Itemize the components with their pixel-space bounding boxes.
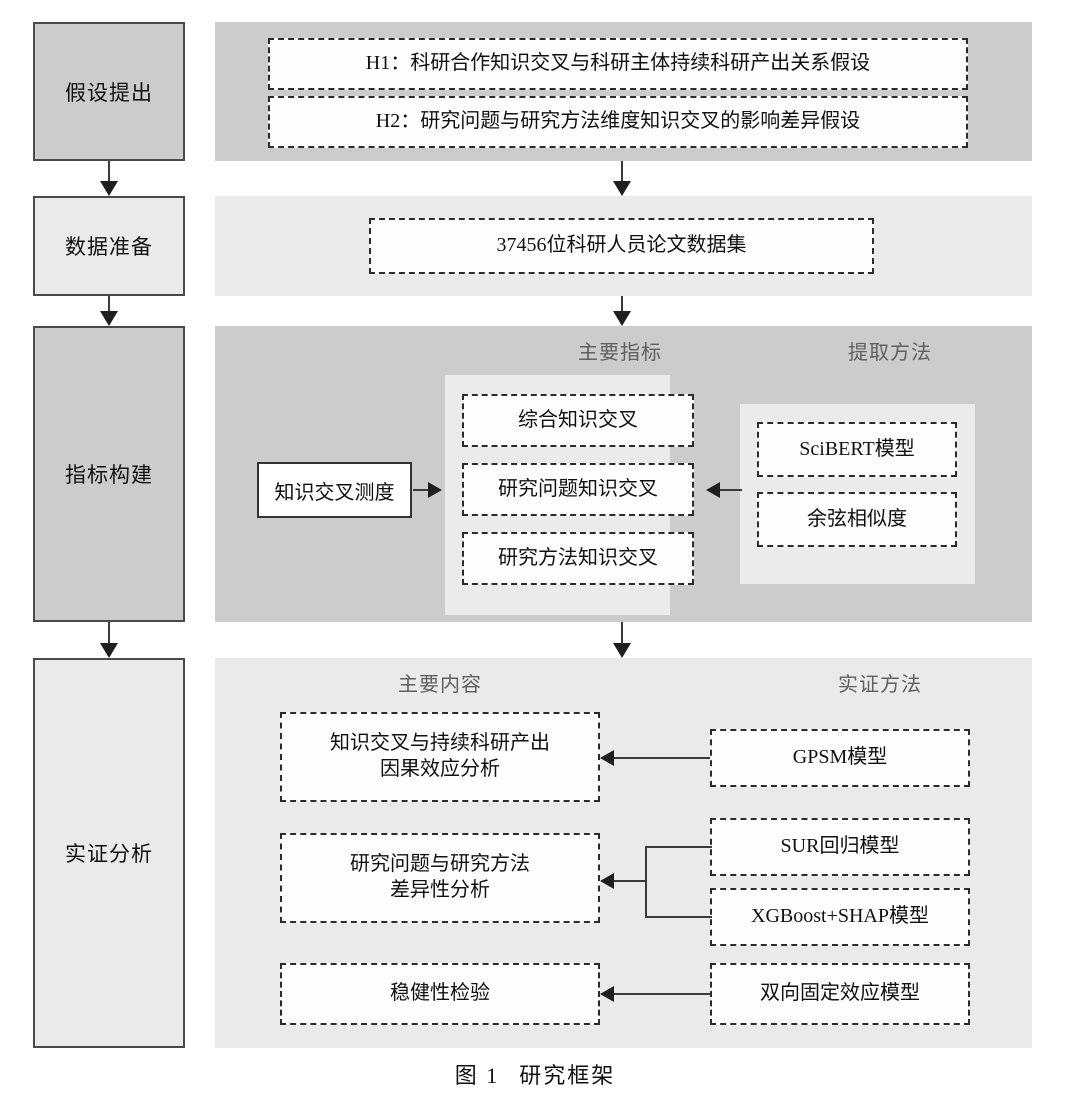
content-box-robustness-test: 稳健性检验 — [280, 963, 600, 1025]
indicator-text-comprehensive: 综合知识交叉 — [518, 408, 638, 431]
stage-label-indicator-construction: 指标构建 — [65, 463, 153, 487]
stage-box-indicator-construction: 指标构建 — [33, 326, 185, 622]
heading-extraction-methods: 提取方法 — [848, 342, 932, 364]
indicator-arrow-line-left — [413, 489, 435, 491]
method-text-xgboost-shap: XGBoost+SHAP模型 — [751, 905, 929, 928]
extraction-text-cosine-similarity: 余弦相似度 — [807, 507, 907, 530]
method-text-two-way-fixed-effects: 双向固定效应模型 — [760, 982, 920, 1005]
content-text-causal-effect-line1: 知识交叉与持续科研产出 — [330, 732, 550, 755]
indicator-text-research-question: 研究问题知识交叉 — [498, 477, 658, 500]
method-text-sur: SUR回归模型 — [780, 835, 900, 858]
indicator-text-research-method: 研究方法知识交叉 — [498, 546, 658, 569]
dataset-box: 37456位科研人员论文数据集 — [369, 218, 874, 274]
indicator-box-research-question: 研究问题知识交叉 — [462, 463, 694, 516]
method-box-gpsm: GPSM模型 — [710, 729, 970, 787]
bracket-vertical-spine — [645, 846, 647, 918]
extraction-box-cosine-similarity: 余弦相似度 — [757, 492, 957, 547]
extraction-text-scibert: SciBERT模型 — [799, 437, 915, 460]
robustness-arrow-head — [600, 986, 614, 1002]
stage-box-hypothesis: 假设提出 — [33, 22, 185, 161]
indicator-box-comprehensive: 综合知识交叉 — [462, 394, 694, 447]
dataset-text: 37456位科研人员论文数据集 — [496, 234, 747, 257]
stage-connector-line-1 — [108, 161, 110, 181]
bracket-arrow-head — [600, 873, 614, 889]
stage-box-data-preparation: 数据准备 — [33, 196, 185, 296]
stage-connector-arrow-3 — [100, 643, 118, 658]
content-text-difference-line1: 研究问题与研究方法 — [350, 853, 530, 876]
content-text-difference-line2: 差异性分析 — [390, 879, 490, 901]
indicator-box-research-method: 研究方法知识交叉 — [462, 532, 694, 585]
stage-connector-arrow-1 — [100, 181, 118, 196]
figure-caption-label: 图 1 — [454, 1063, 500, 1088]
hypothesis-text-h2: H2：研究问题与研究方法维度知识交叉的影响差异假设 — [375, 110, 861, 133]
hypothesis-text-h1: H1：科研合作知识交叉与科研主体持续科研产出关系假设 — [365, 52, 871, 75]
robustness-arrow-line — [612, 993, 710, 995]
heading-main-content: 主要内容 — [398, 674, 482, 696]
stage-label-data-preparation: 数据准备 — [65, 235, 153, 259]
indicator-arrow-line-right — [712, 489, 742, 491]
method-box-two-way-fixed-effects: 双向固定效应模型 — [710, 963, 970, 1025]
method-box-xgboost-shap: XGBoost+SHAP模型 — [710, 888, 970, 946]
content-text-robustness-test: 稳健性检验 — [390, 982, 490, 1005]
stage-connector-line-3 — [108, 622, 110, 643]
stage-box-empirical-analysis: 实证分析 — [33, 658, 185, 1048]
hypothesis-box-h1: H1：科研合作知识交叉与科研主体持续科研产出关系假设 — [268, 38, 968, 90]
method-text-gpsm: GPSM模型 — [792, 746, 888, 769]
hypothesis-box-h2: H2：研究问题与研究方法维度知识交叉的影响差异假设 — [268, 96, 968, 148]
stage-connector-line-2 — [108, 296, 110, 311]
panel-connector-line-1 — [621, 161, 623, 181]
extraction-box-scibert: SciBERT模型 — [757, 422, 957, 477]
indicator-arrow-head-left — [428, 482, 442, 498]
knowledge-crossover-measure-text: 知识交叉测度 — [274, 481, 395, 504]
figure-caption-title: 研究框架 — [519, 1063, 616, 1088]
panel-connector-arrow-1 — [613, 181, 631, 196]
panel-connector-arrow-2 — [613, 311, 631, 326]
bracket-bottom-segment — [645, 916, 712, 918]
content-box-difference-analysis: 研究问题与研究方法 差异性分析 — [280, 833, 600, 923]
gpsm-arrow-head — [600, 750, 614, 766]
stage-connector-arrow-2 — [100, 311, 118, 326]
heading-empirical-methods: 实证方法 — [838, 674, 922, 696]
gpsm-arrow-line — [612, 757, 710, 759]
panel-connector-line-3 — [621, 622, 623, 643]
bracket-arrow-line — [612, 880, 647, 882]
content-text-causal-effect-line2: 因果效应分析 — [380, 758, 500, 780]
heading-main-indicators: 主要指标 — [578, 342, 662, 364]
content-box-causal-effect: 知识交叉与持续科研产出 因果效应分析 — [280, 712, 600, 802]
stage-label-empirical-analysis: 实证分析 — [65, 842, 153, 866]
panel-connector-arrow-3 — [613, 643, 631, 658]
method-box-sur: SUR回归模型 — [710, 818, 970, 876]
stage-label-hypothesis: 假设提出 — [65, 80, 153, 105]
knowledge-crossover-measure-box: 知识交叉测度 — [257, 462, 412, 518]
indicator-arrow-head-right — [706, 482, 720, 498]
panel-connector-line-2 — [621, 296, 623, 311]
bracket-top-segment — [645, 846, 712, 848]
figure-caption: 图 1 研究框架 — [0, 1058, 1070, 1090]
